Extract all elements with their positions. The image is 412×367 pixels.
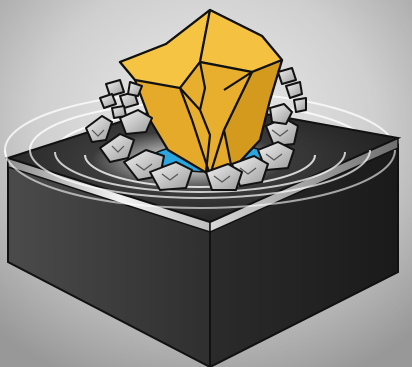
impact-illustration [0, 0, 412, 367]
